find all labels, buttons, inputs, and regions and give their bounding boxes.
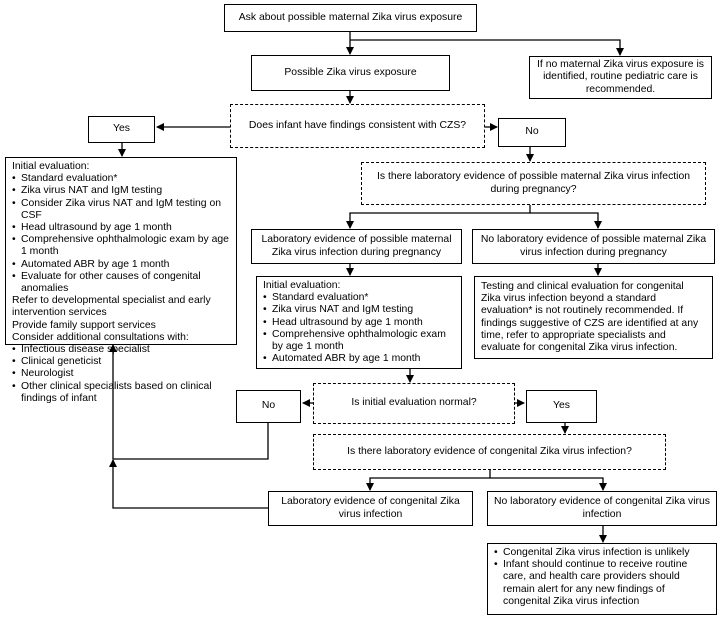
arrow-lab-question-to-lab-evidence — [346, 205, 531, 229]
no-top-box: No — [498, 118, 566, 147]
list-item: Standard evaluation* — [263, 292, 455, 304]
congenital-evidence-box: Laboratory evidence of congenital Zika v… — [268, 491, 473, 526]
possible-exposure-box: Possible Zika virus exposure — [251, 55, 450, 91]
list-item: Clinical geneticist — [12, 356, 230, 368]
ask-exposure-text: Ask about possible maternal Zika virus e… — [238, 11, 463, 23]
arrow-congenital-to-evidence — [366, 470, 491, 491]
no-lab-evidence-box: No laboratory evidence of possible mater… — [472, 229, 715, 264]
czs-question-text: Does infant have findings consistent wit… — [248, 119, 467, 131]
list-item: Infectious disease specialist — [12, 344, 230, 356]
no-lab-recommendation-text: Testing and clinical evaluation for cong… — [481, 281, 699, 354]
list-item: Consider Zika virus NAT and IgM testing … — [12, 198, 230, 222]
lab-evidence-box: Laboratory evidence of possible maternal… — [251, 229, 462, 264]
lab-evidence-question-text: Is there laboratory evidence of possible… — [376, 171, 691, 195]
referral-line: Consider additional consultations with: — [12, 331, 189, 343]
no-exposure-text: If no maternal Zika virus exposure is id… — [537, 59, 704, 95]
lab-panel-heading: Initial evaluation: — [263, 280, 341, 291]
list-item: Comprehensive ophthalmologic exam by age… — [12, 234, 230, 258]
arrow-ask-to-no-exposure — [350, 39, 624, 56]
list-item: Head ultrasound by age 1 month — [263, 317, 455, 329]
no-congenital-evidence-box: No laboratory evidence of congenital Zik… — [487, 491, 717, 526]
congenital-evidence-text: Laboratory evidence of congenital Zika v… — [281, 496, 460, 520]
list-item: Head ultrasound by age 1 month — [12, 222, 230, 234]
list-item: Comprehensive ophthalmologic exam by age… — [263, 329, 455, 353]
arrow-congenital-to-no-evidence — [490, 477, 607, 491]
consultations-list: Infectious disease specialist Clinical g… — [12, 344, 230, 405]
lab-evidence-question-box: Is there laboratory evidence of possible… — [361, 162, 706, 205]
list-item: Zika virus NAT and IgM testing — [263, 304, 455, 316]
czs-evaluation-panel: Initial evaluation: Standard evaluation*… — [5, 157, 237, 404]
lab-evidence-text: Laboratory evidence of possible maternal… — [261, 234, 452, 258]
lab-evaluation-panel: Initial evaluation: Standard evaluation*… — [256, 276, 462, 369]
lab-evaluation-list: Standard evaluation* Zika virus NAT and … — [263, 292, 455, 365]
yes-top-box: Yes — [88, 116, 155, 143]
final-recommendation-list: Congenital Zika virus infection is unlik… — [494, 547, 710, 608]
no-lab-evidence-text: No laboratory evidence of possible mater… — [480, 234, 707, 258]
normal-question-box: Is initial evaluation normal? — [313, 383, 515, 424]
list-item: Other clinical specialists based on clin… — [12, 381, 230, 405]
referral-line: Refer to developmental specialist and ea… — [12, 295, 211, 319]
yes-mid-label: Yes — [553, 400, 570, 412]
list-item: Automated ABR by age 1 month — [263, 353, 455, 365]
no-top-label: No — [525, 126, 539, 138]
possible-exposure-text: Possible Zika virus exposure — [284, 66, 417, 78]
list-item: Zika virus NAT and IgM testing — [12, 185, 230, 197]
ask-exposure-box: Ask about possible maternal Zika virus e… — [224, 4, 477, 32]
yes-mid-box: Yes — [526, 390, 597, 423]
congenital-question-box: Is there laboratory evidence of congenit… — [313, 434, 666, 470]
list-item: Automated ABR by age 1 month — [12, 259, 230, 271]
referral-line: Provide family support services — [12, 319, 156, 331]
no-lab-recommendation-box: Testing and clinical evaluation for cong… — [474, 276, 713, 359]
list-item: Infant should continue to receive routin… — [494, 559, 710, 608]
final-recommendation-box: Congenital Zika virus infection is unlik… — [487, 543, 717, 615]
no-mid-box: No — [236, 390, 301, 423]
list-item: Evaluate for other causes of congenital … — [12, 271, 230, 295]
normal-question-text: Is initial evaluation normal? — [351, 397, 477, 409]
congenital-question-text: Is there laboratory evidence of congenit… — [347, 445, 632, 457]
list-item: Neurologist — [12, 368, 230, 380]
czs-panel-heading: Initial evaluation: — [12, 161, 90, 172]
no-mid-label: No — [261, 400, 276, 412]
czs-question-box: Does infant have findings consistent wit… — [230, 104, 485, 148]
arrow-lab-question-to-no-lab-evidence — [530, 212, 602, 229]
no-exposure-box: If no maternal Zika virus exposure is id… — [529, 56, 712, 99]
arrow-congenital-evidence-to-czs-panel — [109, 459, 268, 509]
yes-top-label: Yes — [113, 123, 130, 135]
czs-evaluation-list: Standard evaluation* Zika virus NAT and … — [12, 173, 230, 295]
list-item: Congenital Zika virus infection is unlik… — [494, 547, 710, 559]
no-congenital-evidence-text: No laboratory evidence of congenital Zik… — [493, 496, 710, 520]
list-item: Standard evaluation* — [12, 173, 230, 185]
